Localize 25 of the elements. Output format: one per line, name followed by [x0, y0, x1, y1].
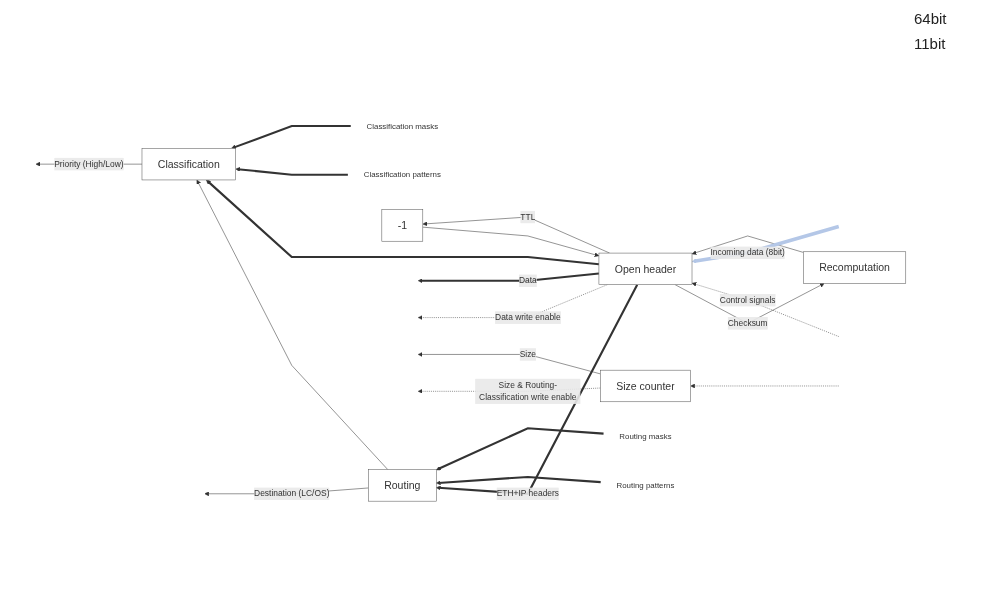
edge-label: Control signals	[719, 295, 776, 304]
bus-width-label: 64bit	[914, 10, 948, 27]
process-box: Size counter	[600, 369, 691, 402]
edge-label: Checksum	[727, 318, 768, 328]
arrow	[235, 166, 348, 176]
edge-label: Size	[519, 349, 537, 359]
edge-label: Data	[518, 275, 537, 285]
process-box: -1	[381, 208, 424, 242]
arrow	[206, 179, 600, 265]
edge-label: TTL	[520, 211, 536, 221]
edge-label: ETH+IP headers	[496, 488, 560, 498]
process-box: Routing	[368, 468, 437, 501]
edge-label: Size & Routing-Classification write enable	[479, 379, 577, 402]
bus-width-label: 11bit	[914, 35, 947, 52]
edge-label: Destination (LC/OS)	[254, 488, 330, 498]
process-box: Open header	[598, 252, 693, 285]
arrow	[436, 426, 604, 470]
edge-label: Data write enable	[495, 312, 561, 322]
process-box: Recomputation	[803, 251, 907, 284]
arrow	[231, 124, 351, 149]
arrow	[436, 475, 601, 485]
arrow	[417, 272, 600, 283]
edge-label: Priority (High/Low)	[54, 158, 124, 168]
process-box: Classification	[141, 147, 236, 180]
edge-label: Incoming data (8bit)	[710, 247, 785, 257]
